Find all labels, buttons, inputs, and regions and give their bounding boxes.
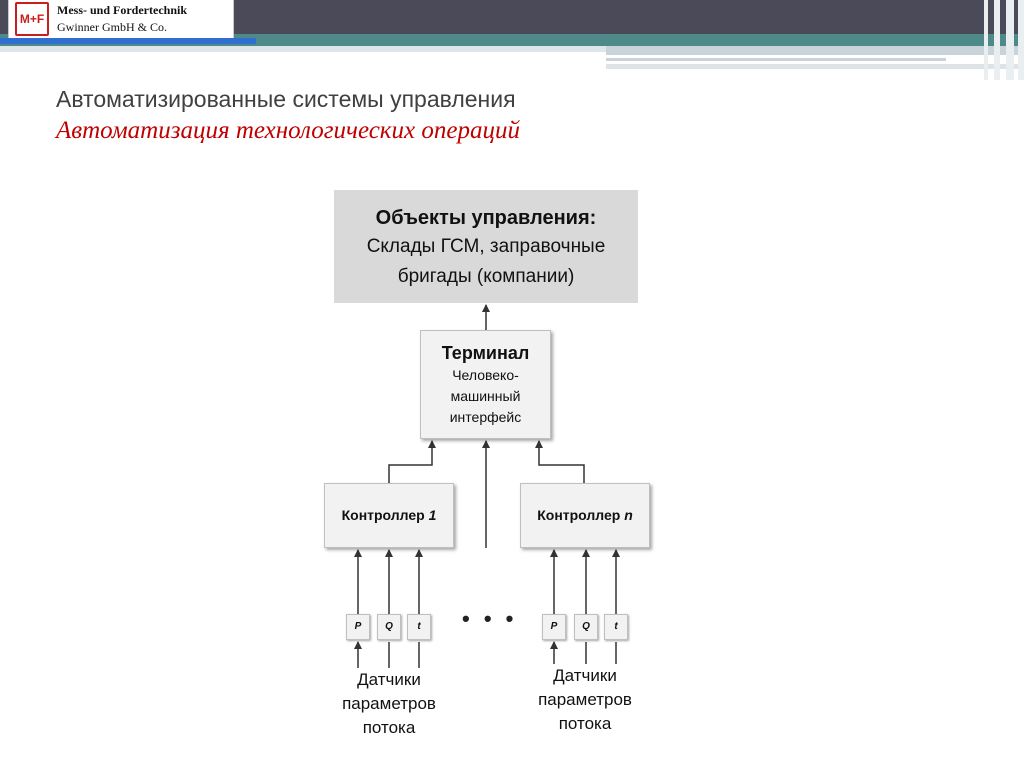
sensor-q-right: Q xyxy=(574,614,598,640)
control-objects-line2: бригады (компании) xyxy=(397,266,575,287)
sensor-t-left: t xyxy=(407,614,431,640)
terminal-line3: интерфейс xyxy=(449,409,522,425)
sensor-caption-right-line3: потока xyxy=(558,714,612,733)
slide-subtitle: Автоматизация технологических операций xyxy=(56,117,520,144)
sensor-caption-left: Датчики параметров потока xyxy=(319,668,459,740)
terminal-line2: машинный xyxy=(450,388,521,404)
company-name-line2: Gwinner GmbH & Co. xyxy=(57,20,167,34)
terminal-line1: Человеко- xyxy=(452,367,519,383)
controller-n-label: Контроллер xyxy=(537,507,621,523)
sensor-q-left: Q xyxy=(377,614,401,640)
ellipsis: • • • xyxy=(462,606,518,631)
control-objects-line1: Склады ГСМ, заправочные xyxy=(366,236,606,257)
sensor-caption-left-line1: Датчики xyxy=(357,670,421,689)
sensor-caption-right: Датчики параметров потока xyxy=(515,664,655,736)
terminal-box: Терминал Человеко- машинный интерфейс xyxy=(420,330,551,439)
controller-1-label: Контроллер xyxy=(341,507,425,523)
sensor-caption-left-line3: потока xyxy=(362,718,416,737)
sensor-caption-right-line2: параметров xyxy=(538,690,632,709)
control-objects-heading: Объекты управления: xyxy=(375,207,597,229)
company-logo: M+F Mess- und Fordertechnik Gwinner GmbH… xyxy=(8,0,234,38)
sensor-caption-right-line1: Датчики xyxy=(553,666,617,685)
logo-mark-icon: M+F xyxy=(15,2,49,36)
sensor-caption-left-line2: параметров xyxy=(342,694,436,713)
controller-n-box: Контроллер n xyxy=(520,483,650,548)
sensor-t-right: t xyxy=(604,614,628,640)
terminal-heading: Терминал xyxy=(441,343,530,363)
controller-1-index: 1 xyxy=(428,507,437,523)
control-objects-box: Объекты управления: Склады ГСМ, заправоч… xyxy=(334,190,638,303)
controller-n-index: n xyxy=(624,507,633,523)
slide-title: Автоматизированные системы управления xyxy=(56,86,516,112)
sensor-p-left: P xyxy=(346,614,370,640)
logo-mark-text: M+F xyxy=(19,12,45,26)
controller-1-box: Контроллер 1 xyxy=(324,483,454,548)
sensor-p-right: P xyxy=(542,614,566,640)
company-name-line1: Mess- und Fordertechnik xyxy=(57,3,187,17)
